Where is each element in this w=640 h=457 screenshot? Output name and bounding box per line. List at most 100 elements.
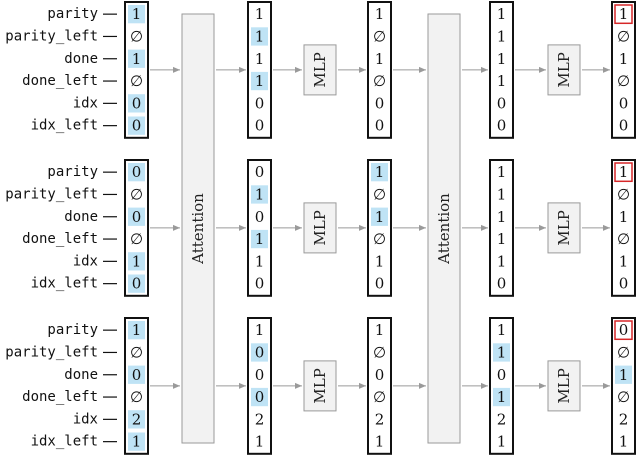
cell-value: ∅ bbox=[617, 388, 630, 406]
highlight-cell bbox=[493, 343, 510, 362]
cell-value: 1 bbox=[619, 163, 629, 181]
cell-value: 2 bbox=[497, 410, 507, 428]
cell-value: 1 bbox=[255, 185, 265, 203]
feature-label: done_left bbox=[22, 389, 98, 405]
column-border bbox=[611, 1, 636, 139]
cell-value: 0 bbox=[375, 275, 385, 293]
feature-label: parity bbox=[47, 6, 98, 22]
cell-value: ∅ bbox=[373, 27, 386, 45]
cell-value: 1 bbox=[132, 5, 142, 23]
feature-label: done bbox=[64, 209, 98, 225]
cell-value: 1 bbox=[497, 433, 507, 451]
cell-value: 1 bbox=[497, 388, 507, 406]
cell-value: 0 bbox=[132, 275, 142, 293]
highlight-cell bbox=[128, 207, 145, 226]
feature-label: parity bbox=[47, 164, 98, 180]
stage-column: 1∅1∅00 bbox=[611, 1, 636, 139]
cell-value: 0 bbox=[255, 117, 265, 135]
column-border bbox=[489, 317, 514, 455]
column-border bbox=[247, 317, 272, 455]
cell-value: 2 bbox=[132, 410, 142, 428]
cell-value: ∅ bbox=[617, 343, 630, 361]
feature-label: idx bbox=[73, 253, 98, 269]
cell-value: ∅ bbox=[130, 343, 143, 361]
feature-label: done_left bbox=[22, 231, 98, 247]
highlight-cell bbox=[128, 321, 145, 340]
cell-value: 1 bbox=[375, 163, 385, 181]
mlp-block bbox=[547, 44, 581, 96]
mlp-block bbox=[547, 360, 581, 412]
mlp-block bbox=[303, 44, 337, 96]
cell-value: 0 bbox=[619, 117, 629, 135]
feature-label: parity_left bbox=[5, 344, 98, 360]
mlp-label: MLP bbox=[311, 52, 329, 87]
feature-label: parity_left bbox=[5, 186, 98, 202]
mlp-block bbox=[303, 360, 337, 412]
cell-value: 1 bbox=[132, 50, 142, 68]
cell-value: 1 bbox=[497, 230, 507, 248]
cell-value: ∅ bbox=[130, 27, 143, 45]
cell-value: 1 bbox=[375, 5, 385, 23]
cell-value: 0 bbox=[132, 163, 142, 181]
cell-value: 0 bbox=[255, 343, 265, 361]
feature-label: idx_left bbox=[31, 276, 98, 292]
column-border bbox=[611, 159, 636, 297]
cell-value: 0 bbox=[375, 117, 385, 135]
feature-label: done bbox=[64, 367, 98, 383]
cell-value: 1 bbox=[619, 366, 629, 384]
cell-value: 2 bbox=[375, 410, 385, 428]
cell-value: ∅ bbox=[617, 185, 630, 203]
cell-value: 0 bbox=[497, 94, 507, 112]
stage-column: 1∅1∅10 bbox=[611, 159, 636, 297]
column-border bbox=[367, 317, 392, 455]
feature-label: parity_left bbox=[5, 28, 98, 44]
highlight-cell bbox=[251, 71, 268, 91]
output-box bbox=[614, 320, 633, 341]
stage-column: 1∅0∅21 bbox=[367, 317, 392, 455]
cell-value: 0 bbox=[497, 366, 507, 384]
cell-value: 0 bbox=[375, 94, 385, 112]
cell-value: ∅ bbox=[130, 72, 143, 90]
cell-value: 1 bbox=[619, 50, 629, 68]
highlight-cell bbox=[128, 365, 145, 384]
cell-value: 1 bbox=[497, 5, 507, 23]
highlight-cell bbox=[128, 49, 145, 68]
cell-value: 1 bbox=[375, 208, 385, 226]
highlight-cell bbox=[128, 252, 145, 271]
highlight-cell bbox=[251, 185, 268, 204]
cell-value: 1 bbox=[497, 27, 507, 45]
mlp-label: MLP bbox=[555, 210, 573, 245]
mlp-label: MLP bbox=[555, 368, 573, 403]
cell-value: ∅ bbox=[373, 388, 386, 406]
cell-value: 1 bbox=[497, 72, 507, 90]
attention-label: Attention bbox=[189, 193, 207, 265]
cell-value: 2 bbox=[619, 410, 629, 428]
cell-value: 1 bbox=[619, 208, 629, 226]
cell-value: 1 bbox=[497, 343, 507, 361]
output-box bbox=[614, 162, 633, 183]
cell-value: 1 bbox=[132, 252, 142, 270]
cell-value: ∅ bbox=[130, 230, 143, 248]
cell-value: ∅ bbox=[373, 343, 386, 361]
cell-value: 0 bbox=[619, 321, 629, 339]
cell-value: 0 bbox=[497, 117, 507, 135]
cell-value: ∅ bbox=[373, 72, 386, 90]
attention-block bbox=[427, 13, 461, 444]
feature-label: idx_left bbox=[31, 118, 98, 134]
attention-label: Attention bbox=[435, 193, 453, 265]
highlight-cell bbox=[128, 163, 145, 182]
cell-value: 0 bbox=[255, 163, 265, 181]
cell-value: 1 bbox=[255, 252, 265, 270]
cell-value: 1 bbox=[255, 50, 265, 68]
highlight-cell bbox=[251, 387, 268, 407]
highlight-cell bbox=[128, 116, 145, 135]
cell-value: 1 bbox=[497, 252, 507, 270]
cell-value: 1 bbox=[255, 27, 265, 45]
feature-label: idx bbox=[73, 95, 98, 111]
highlight-cell bbox=[128, 5, 145, 24]
cell-value: 0 bbox=[132, 94, 142, 112]
